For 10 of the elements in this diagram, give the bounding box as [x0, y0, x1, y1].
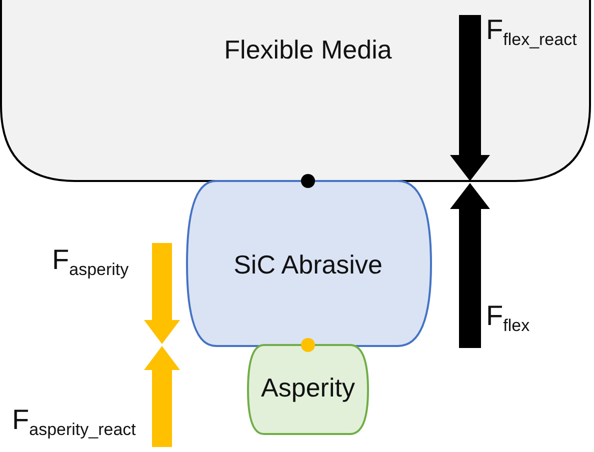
force-label: F$_{flex_react}$	[486, 14, 577, 50]
force-label: F$_{asperity_react}$	[12, 404, 136, 440]
flexible-media-shape	[0, 0, 594, 183]
abrasive-label: SiC Abrasive	[234, 250, 382, 280]
asperity-shape	[246, 344, 370, 436]
force-label: F$_{flex}$	[486, 300, 530, 336]
media-label: Flexible Media	[224, 34, 392, 66]
asperity-label: Asperity	[261, 372, 355, 404]
force-label: F$_{asperity}$	[52, 244, 129, 280]
abrasive-grain-shape	[184, 180, 434, 348]
